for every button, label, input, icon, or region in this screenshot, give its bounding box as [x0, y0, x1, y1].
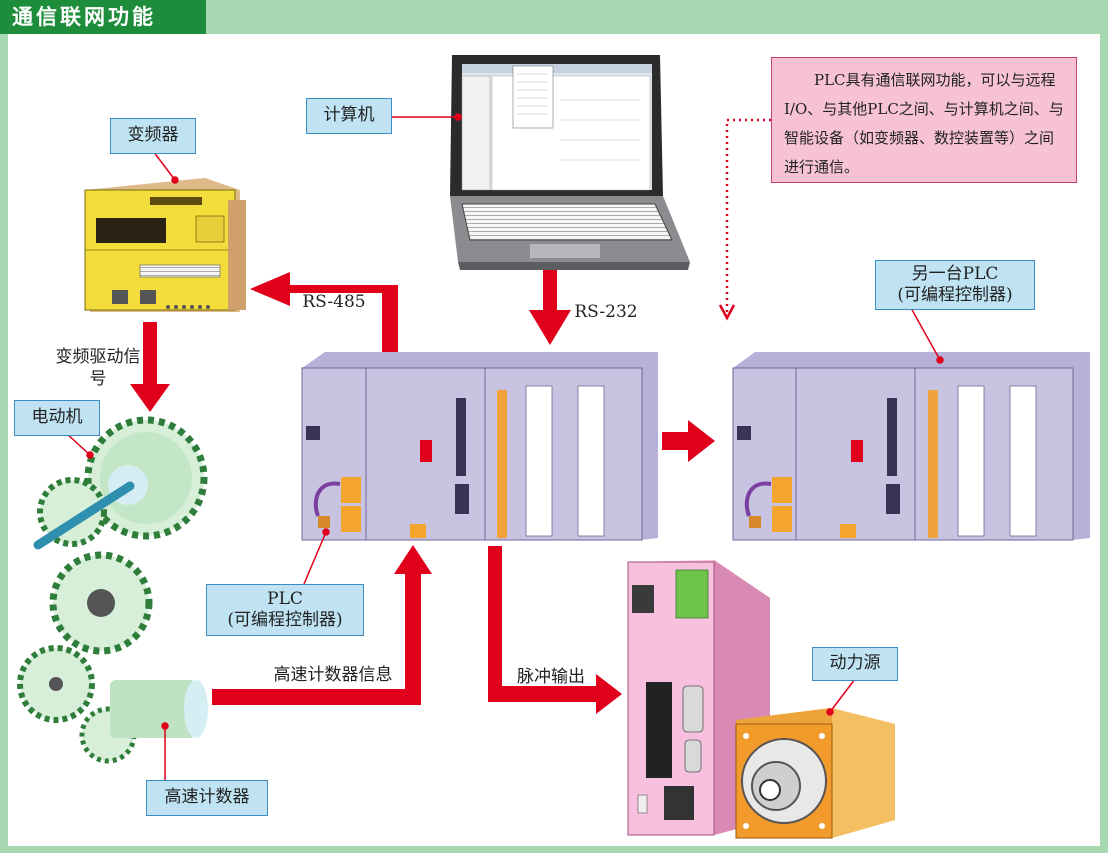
arrow-pulse-out	[488, 546, 622, 714]
inverter-device	[84, 178, 246, 312]
plc-other-unit	[732, 352, 1090, 541]
label-plc: PLC (可编程控制器)	[206, 584, 364, 636]
label-plc-line1: PLC	[267, 589, 303, 609]
label-other-plc-line1: 另一台PLC	[911, 264, 999, 284]
label-hs-counter: 高速计数器	[146, 780, 268, 816]
arrow-plc-to-plc	[662, 420, 715, 462]
text-rs485: RS-485	[302, 292, 366, 312]
text-rs232: RS-232	[574, 302, 638, 322]
text-pulse-out: 脉冲输出	[517, 667, 585, 687]
info-note: PLC具有通信联网功能，可以与远程I/O、与其他PLC之间、与计算机之间、与智能…	[771, 57, 1077, 183]
arrow-rs485	[250, 272, 398, 354]
gear-assembly	[17, 416, 208, 764]
connection-arrows	[130, 270, 715, 714]
text-hs-info: 高速计数器信息	[273, 665, 393, 685]
arrow-hs-counter	[212, 545, 432, 705]
label-power-source: 动力源	[812, 647, 898, 681]
label-computer: 计算机	[306, 98, 392, 134]
label-inverter: 变频器	[110, 118, 196, 154]
label-other-plc-line2: (可编程控制器)	[897, 285, 1013, 305]
arrow-rs232	[529, 270, 571, 345]
note-connector	[725, 118, 771, 312]
servo-motor	[735, 708, 895, 839]
label-other-plc: 另一台PLC (可编程控制器)	[875, 260, 1035, 310]
label-motor: 电动机	[14, 400, 100, 436]
label-plc-line2: (可编程控制器)	[227, 610, 343, 630]
text-inverter-signal: 变频驱动信号	[55, 347, 141, 389]
section-title: 通信联网功能	[0, 0, 206, 34]
arrow-inverter-motor	[130, 322, 170, 412]
laptop-computer	[450, 55, 690, 270]
plc-main-unit	[301, 352, 658, 541]
label-pointers	[65, 113, 944, 780]
